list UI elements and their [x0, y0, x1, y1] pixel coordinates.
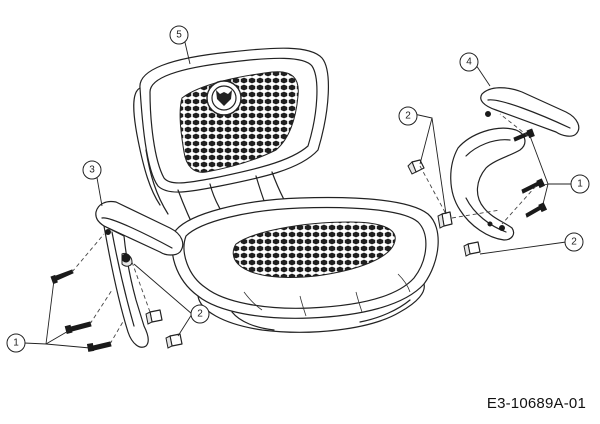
callout-label-3: 3 [89, 165, 95, 176]
clip-left-lower [165, 333, 183, 349]
nut-left [121, 253, 131, 263]
seat-cushion-mesh [232, 221, 396, 278]
left-armrest-bracket [103, 225, 149, 348]
callout-3: 3 [82, 160, 102, 180]
right-armrest [450, 87, 580, 241]
document-number: E3-10689A-01 [486, 395, 586, 412]
assembly-lines [71, 113, 537, 345]
callout-2-left: 2 [190, 304, 210, 324]
screw-left-3 [86, 341, 112, 352]
callout-label-4: 4 [466, 57, 472, 68]
clip-right-lower [463, 241, 481, 257]
callout-5: 5 [169, 25, 189, 45]
seat-assembly [133, 47, 439, 333]
callout-label-2-left: 2 [197, 309, 203, 320]
callout-2-right-upper: 2 [398, 106, 418, 126]
clip-right-upper [407, 159, 425, 175]
leader-lines [23, 37, 572, 349]
callout-label-2-right-upper: 2 [405, 111, 411, 122]
callout-label-5: 5 [176, 30, 182, 41]
callout-label-1-right: 1 [577, 179, 583, 190]
callout-2-right-lower: 2 [564, 232, 584, 252]
screw-left-2 [64, 321, 92, 334]
callout-label-2-right-lower: 2 [571, 237, 577, 248]
screw-right-3 [525, 202, 548, 218]
clip-right-middle [437, 211, 453, 229]
callout-4: 4 [459, 52, 479, 72]
right-armrest-bracket [450, 127, 526, 241]
callout-1-left: 1 [6, 333, 26, 353]
callout-1-right: 1 [570, 174, 590, 194]
left-armrest [95, 200, 184, 348]
right-armrest-pad [480, 87, 580, 137]
screw-left-1 [50, 269, 74, 285]
callout-label-1-left: 1 [13, 338, 19, 349]
screws [50, 128, 548, 352]
clips [121, 159, 481, 349]
clip-left-upper [145, 309, 163, 325]
logo-emblem [216, 90, 232, 106]
